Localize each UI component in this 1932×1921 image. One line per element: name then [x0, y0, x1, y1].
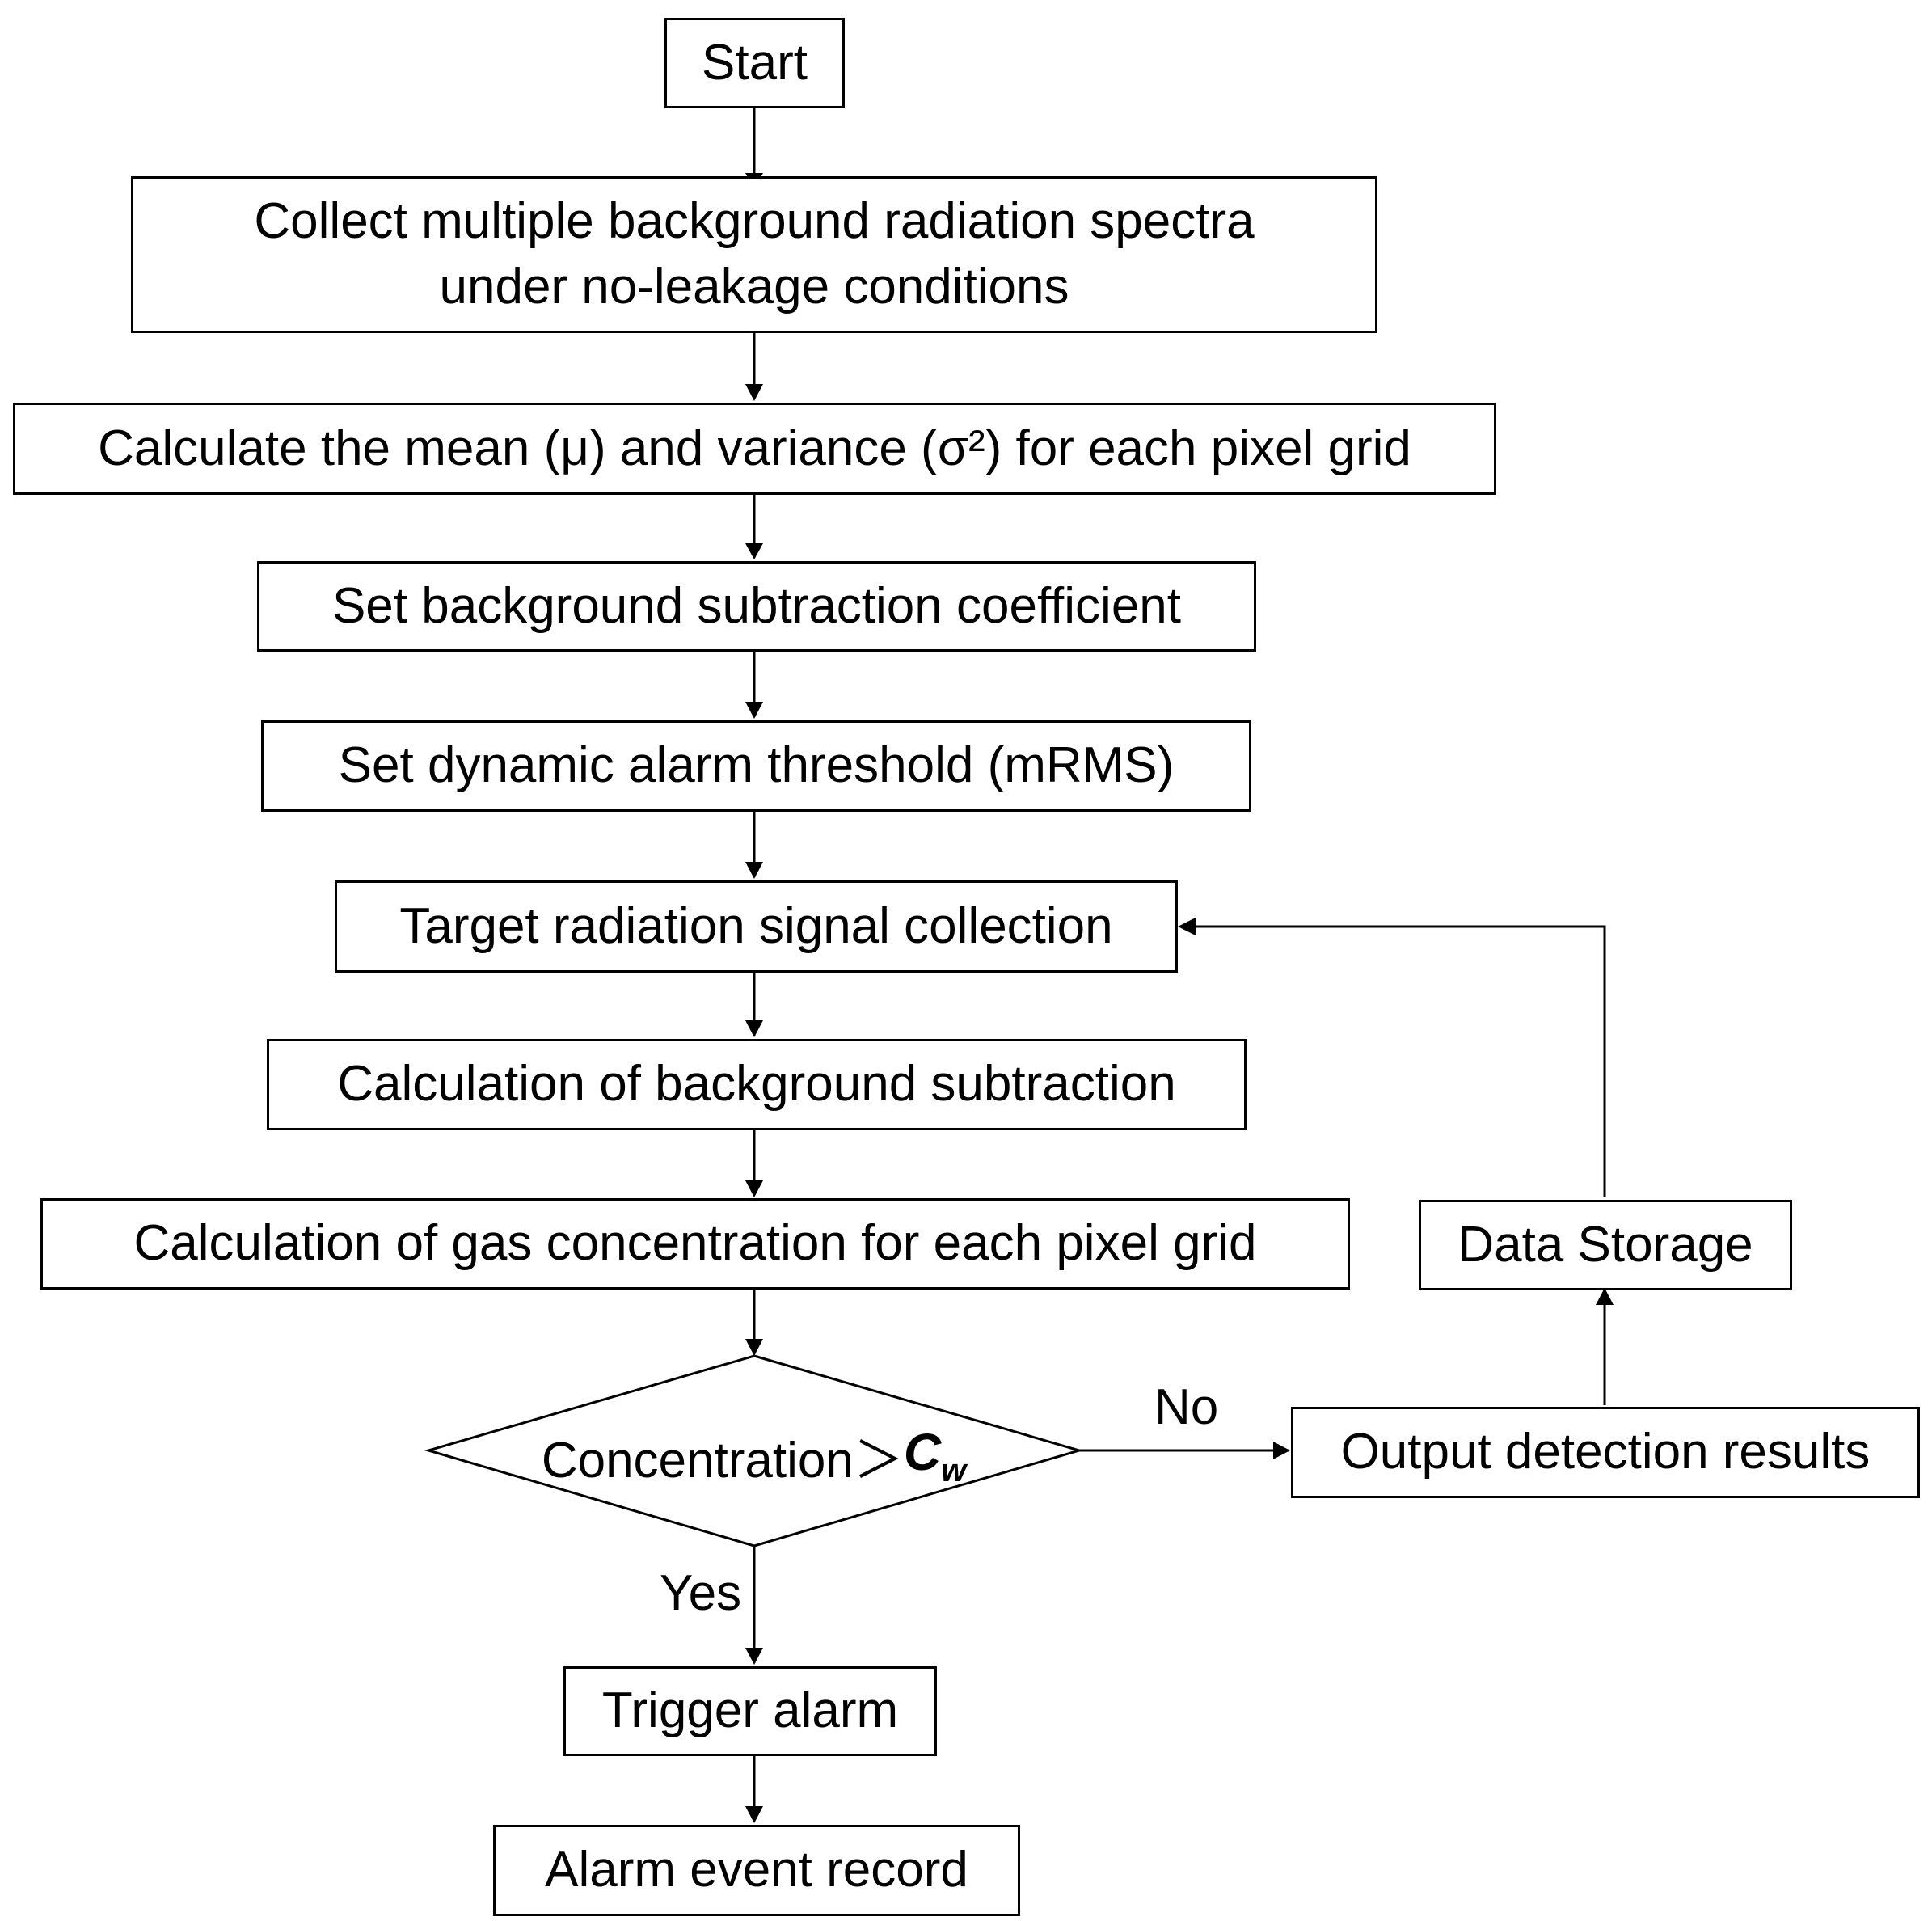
decision-symbol: Cw — [904, 1422, 966, 1489]
arrowhead — [1596, 1288, 1614, 1305]
arrowhead — [745, 1020, 763, 1037]
arrowhead — [1273, 1442, 1290, 1459]
trigger-alarm-label: Trigger alarm — [601, 1682, 899, 1739]
arrowhead — [745, 1339, 763, 1356]
arrowhead — [745, 702, 763, 719]
set-threshold-box: Set dynamic alarm threshold (mRMS) — [261, 720, 1251, 812]
output-results-label: Output detection results — [1340, 1424, 1871, 1480]
calc-subtraction-label: Calculation of background subtraction — [337, 1056, 1176, 1112]
set-threshold-label: Set dynamic alarm threshold (mRMS) — [338, 737, 1175, 794]
collect-spectra-line1: Collect multiple background radiation sp… — [254, 193, 1255, 250]
decision-label: Concentration＞Cw — [428, 1411, 1079, 1500]
collect-spectra-line2: under no-leakage conditions — [439, 259, 1069, 315]
target-collection-box: Target radiation signal collection — [335, 880, 1178, 973]
arrowhead — [745, 862, 763, 879]
alarm-record-label: Alarm event record — [545, 1842, 968, 1898]
decision-symbol-c: C — [903, 1422, 942, 1481]
data-storage-label: Data Storage — [1457, 1216, 1753, 1273]
output-results-box: Output detection results — [1291, 1407, 1920, 1498]
decision-prefix: Concentration＞ — [541, 1433, 904, 1488]
arrowhead — [745, 543, 763, 559]
arrowhead — [745, 1648, 763, 1665]
start-label: Start — [702, 34, 808, 91]
arrowhead — [745, 1180, 763, 1197]
collect-spectra-box: Collect multiple background radiation sp… — [131, 176, 1377, 333]
alarm-record-box: Alarm event record — [493, 1825, 1020, 1916]
calc-subtraction-box: Calculation of background subtraction — [267, 1039, 1247, 1130]
calc-concentration-box: Calculation of gas concentration for eac… — [40, 1198, 1350, 1290]
edge-label-yes: Yes — [660, 1565, 742, 1621]
calc-concentration-label: Calculation of gas concentration for eac… — [133, 1215, 1257, 1272]
set-coefficient-box: Set background subtraction coefficient — [257, 561, 1256, 652]
mean-variance-box: Calculate the mean (μ) and variance (σ²)… — [13, 403, 1496, 495]
arrowhead — [1178, 918, 1196, 935]
mean-variance-label: Calculate the mean (μ) and variance (σ²)… — [98, 420, 1411, 476]
set-coefficient-label: Set background subtraction coefficient — [331, 577, 1182, 634]
target-collection-label: Target radiation signal collection — [399, 897, 1113, 954]
arrowhead — [745, 384, 763, 401]
trigger-alarm-box: Trigger alarm — [563, 1666, 937, 1756]
arrow-storage-to-target — [1180, 925, 1606, 1197]
data-storage-box: Data Storage — [1419, 1200, 1792, 1290]
edge-label-no: No — [1154, 1379, 1219, 1435]
decision-subscript: w — [941, 1452, 967, 1488]
start-box: Start — [664, 18, 845, 108]
arrowhead — [745, 1806, 763, 1823]
decision-diamond — [424, 1354, 1084, 1547]
